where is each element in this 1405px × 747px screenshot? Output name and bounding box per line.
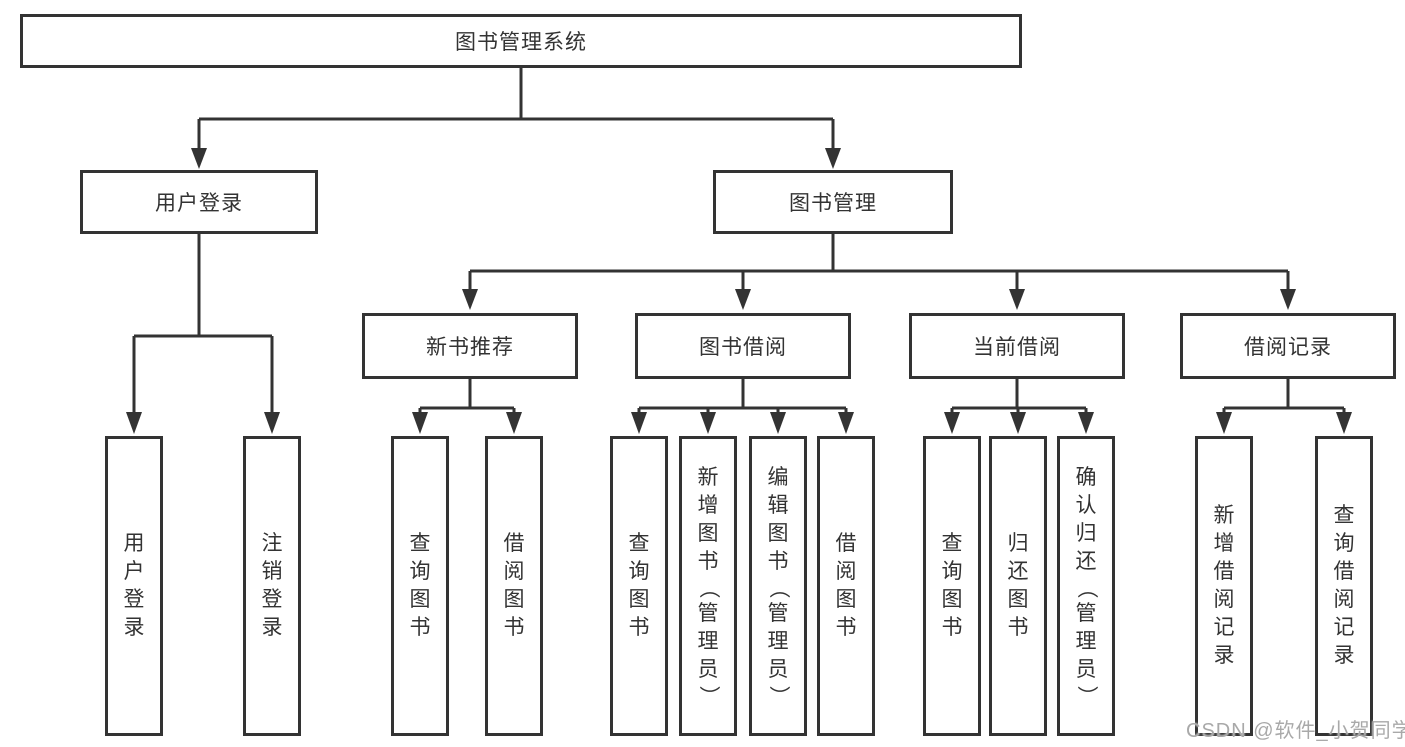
connector-records-to-leaves xyxy=(1222,379,1346,416)
connector-borrow-to-leaves xyxy=(637,379,848,416)
node-current-borrowing: 当前借阅 xyxy=(909,313,1125,379)
leaf-current-confirm-return-admin: 确认归还（管理员） xyxy=(1057,436,1115,736)
node-root-library-management-system: 图书管理系统 xyxy=(20,14,1022,68)
watermark: CSDN @软件_小贺同学 xyxy=(1186,720,1405,742)
leaf-current-query-books: 查询图书 xyxy=(923,436,981,736)
node-user-login: 用户登录 xyxy=(80,170,318,234)
leaf-current-return-books: 归还图书 xyxy=(989,436,1047,736)
node-new-book-recommend: 新书推荐 xyxy=(362,313,578,379)
node-borrowing-records: 借阅记录 xyxy=(1180,313,1396,379)
leaf-logout: 注销登录 xyxy=(243,436,301,736)
leaf-user-login: 用户登录 xyxy=(105,436,163,736)
leaf-borrow-add-books-admin: 新增图书（管理员） xyxy=(679,436,737,736)
connector-management-to-level3 xyxy=(468,234,1290,293)
connector-current-to-leaves xyxy=(950,379,1088,416)
connector-root-to-level2 xyxy=(197,68,835,152)
leaf-records-query-record: 查询借阅记录 xyxy=(1315,436,1373,736)
arrowheads xyxy=(126,148,1352,434)
node-book-management: 图书管理 xyxy=(713,170,953,234)
leaf-records-add-record: 新增借阅记录 xyxy=(1195,436,1253,736)
leaf-borrow-query-books: 查询图书 xyxy=(610,436,668,736)
connector-recommend-to-leaves xyxy=(418,379,516,416)
node-book-borrowing: 图书借阅 xyxy=(635,313,851,379)
connector-login-to-leaves xyxy=(132,234,274,416)
leaf-borrow-borrow-books: 借阅图书 xyxy=(817,436,875,736)
leaf-recommend-query-books: 查询图书 xyxy=(391,436,449,736)
leaf-recommend-borrow-books: 借阅图书 xyxy=(485,436,543,736)
leaf-borrow-edit-books-admin: 编辑图书（管理员） xyxy=(749,436,807,736)
